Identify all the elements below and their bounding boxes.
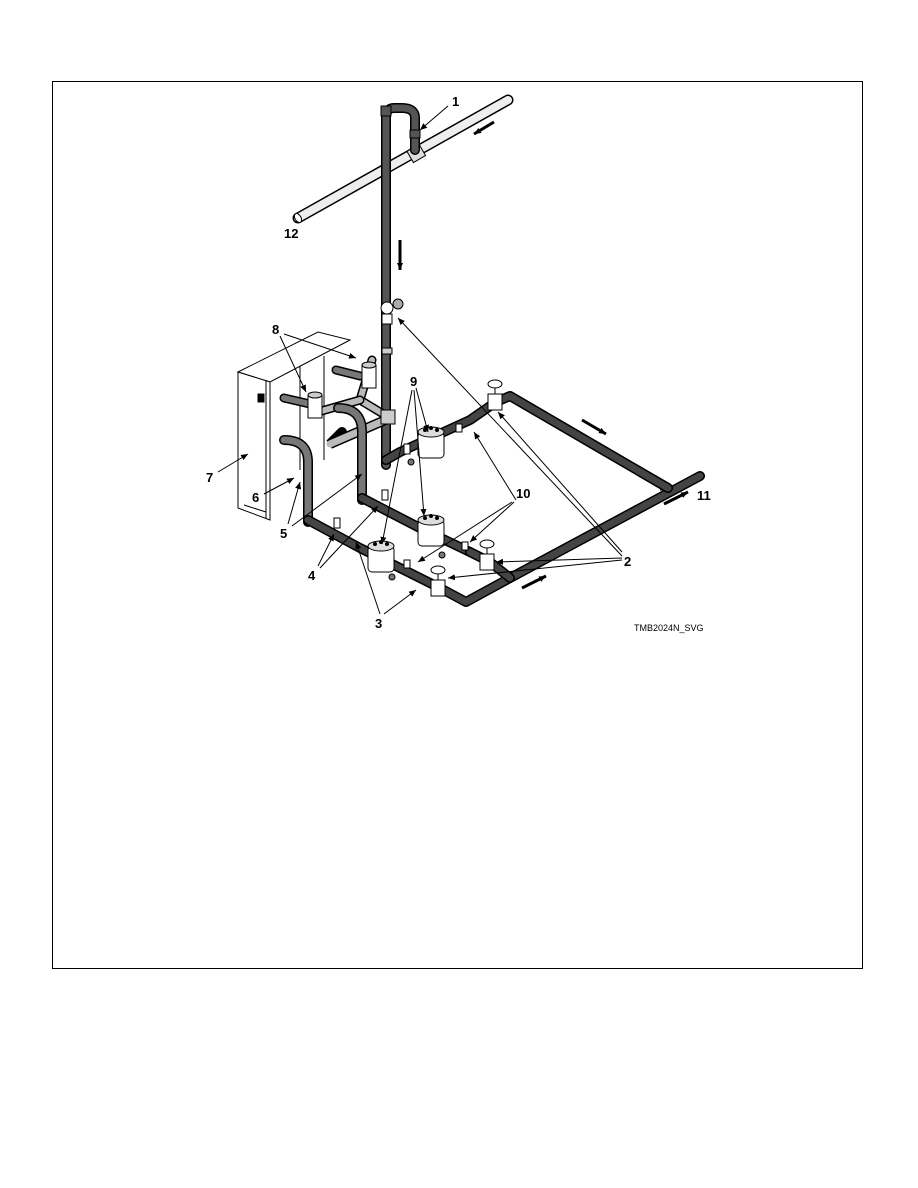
supply-main-pipe <box>293 100 508 224</box>
callout-2: 2 <box>624 554 631 569</box>
gate-valve-icon <box>431 380 502 596</box>
callout-7: 7 <box>206 470 213 485</box>
callout-3: 3 <box>375 616 382 631</box>
figure-id: TMB2024N_SVG <box>634 623 704 633</box>
callout-6: 6 <box>252 490 259 505</box>
callout-1: 1 <box>452 94 459 109</box>
callout-10: 10 <box>516 486 530 501</box>
callout-9: 9 <box>410 374 417 389</box>
callout-11: 11 <box>697 488 711 503</box>
callout-12: 12 <box>284 226 298 241</box>
callout-8: 8 <box>272 322 279 337</box>
callout-5: 5 <box>280 526 287 541</box>
flex-hose-icon <box>284 370 362 522</box>
callout-4: 4 <box>308 568 316 583</box>
